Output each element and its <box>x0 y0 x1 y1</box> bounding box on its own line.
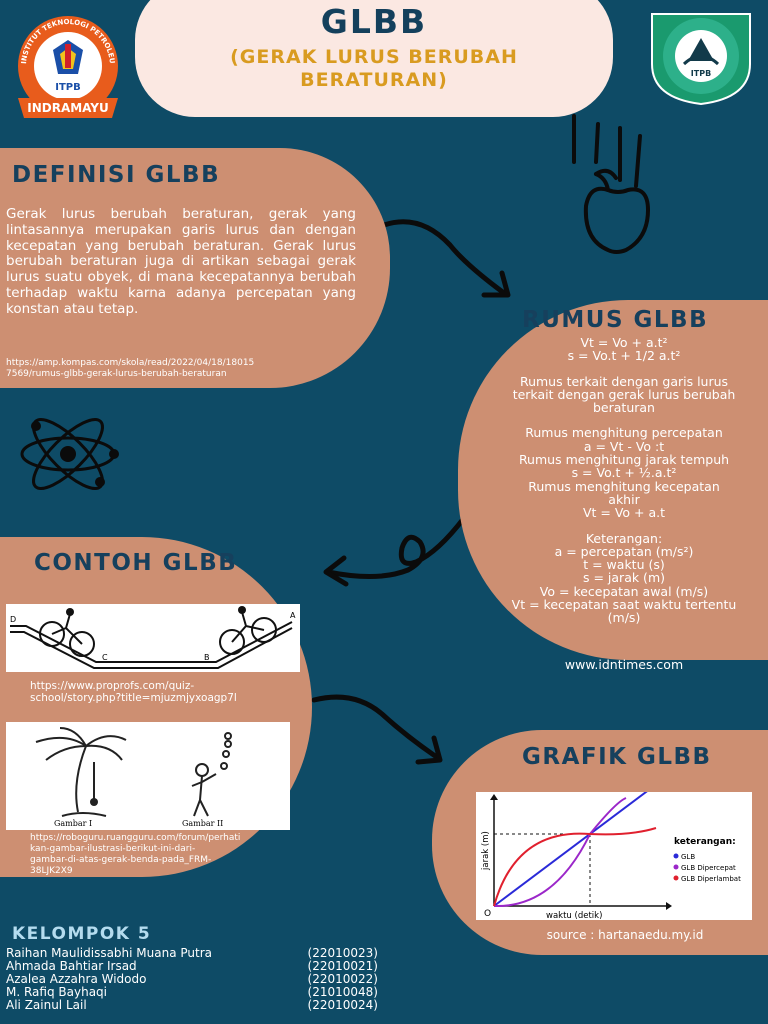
contoh-heading: CONTOH GLBB <box>34 550 238 576</box>
legend-marker <box>673 875 679 881</box>
track-label-c: C <box>102 653 108 662</box>
bicycle-track-image: D C B A <box>6 604 300 672</box>
definisi-text: Gerak lurus berubah beraturan, gerak yan… <box>6 206 356 317</box>
legend-marker <box>673 864 679 870</box>
grafik-source[interactable]: source : hartanaedu.my.id <box>546 928 704 942</box>
arrow-to-rumus-icon <box>380 215 520 309</box>
petroleum-engineering-logo: ITPB <box>644 6 758 106</box>
atom-icon <box>16 414 120 498</box>
member-nim: (22010023) <box>307 946 378 960</box>
contoh-source-1-line-1: https://www.proprofs.com/quiz- <box>30 680 195 692</box>
series-line-glb <box>493 783 657 907</box>
grafik-heading: GRAFIK GLBB <box>522 744 712 770</box>
member-nim: (22010021) <box>307 959 378 973</box>
track-label-b: B <box>204 653 210 662</box>
page-subtitle: (GERAK LURUS BERUBAH BERATURAN) <box>160 46 588 92</box>
member-row: Ali Zainul Lail (22010024) <box>6 999 378 1012</box>
y-axis-label: jarak (m) <box>481 831 491 871</box>
gambar-1-label: Gambar I <box>54 819 92 828</box>
rumus-spacer <box>476 520 768 532</box>
logo-left-banner: INDRAMAYU <box>27 101 109 115</box>
arrow-to-grafik-icon <box>310 692 450 776</box>
rumus-line: Vt = Vo + a.t <box>582 505 666 521</box>
itpb-logo: INSTITUT TEKNOLOGI PETROLEUM BALONGAN IT… <box>5 8 128 124</box>
legend-label: GLB Diperlambat <box>681 875 741 883</box>
member-list: Raihan Maulidissabhi Muana Putra (2201002… <box>6 947 378 1012</box>
rumus-line: Keterangan: <box>585 530 663 546</box>
rumus-line: s = Vo.t + ½.a.t² <box>571 465 677 481</box>
rumus-line: a = percepatan (m/s²) <box>554 543 694 559</box>
legend-label: GLB <box>681 853 695 861</box>
legend-label: GLB Dipercepat <box>681 864 736 872</box>
rumus-line: Vt = kecepatan saat waktu tertentu <box>511 597 737 613</box>
rumus-source[interactable]: www.idntimes.com <box>564 657 684 672</box>
member-name: Ahmada Bahtiar Irsad <box>6 959 137 973</box>
member-nim: (22010022) <box>307 972 378 986</box>
contoh-source-1[interactable]: https://www.proprofs.com/quiz- school/st… <box>30 680 300 704</box>
loop-arrow-to-contoh-icon <box>318 512 468 596</box>
logo-left-abbr: ITPB <box>55 82 81 93</box>
member-nim: (22010024) <box>307 998 378 1012</box>
rumus-line: t = waktu (s) <box>583 557 665 573</box>
subtitle-line-1: (GERAK LURUS BERUBAH <box>230 46 518 68</box>
track-label-d: D <box>10 615 16 624</box>
x-axis-label: waktu (detik) <box>546 911 602 920</box>
member-name: M. Rafiq Bayhaqi <box>6 985 107 999</box>
contoh-source-2-line-2: kan-gambar-ilustrasi-berikut-ini-dari- <box>30 844 196 854</box>
gambar-2-label: Gambar II <box>182 819 223 828</box>
y-axis-arrow <box>490 794 498 800</box>
rumus-line: terkait dengan gerak lurus berubah <box>512 386 736 402</box>
member-nim: (21010048) <box>307 985 378 999</box>
rumus-line: akhir <box>608 491 640 507</box>
contoh-source-2[interactable]: https://roboguru.ruangguru.com/forum/per… <box>30 833 300 877</box>
rumus-line: Rumus menghitung kecepatan <box>528 478 720 494</box>
member-name: Azalea Azzahra Widodo <box>6 972 147 986</box>
contoh-source-2-line-4: 38LJK2X9 <box>30 866 73 876</box>
member-row: Raihan Maulidissabhi Muana Putra (2201002… <box>6 947 378 960</box>
definisi-source-line-2: 7569/rumus-glbb-gerak-lurus-berubah-bera… <box>6 369 227 379</box>
rumus-line: (m/s) <box>607 610 641 626</box>
logo-right-abbr: ITPB <box>691 69 711 78</box>
rumus-line: Rumus menghitung percepatan <box>525 425 723 441</box>
member-name: Ali Zainul Lail <box>6 998 87 1012</box>
member-row: M. Rafiq Bayhaqi (21010048) <box>6 986 378 999</box>
contoh-source-1-line-2: school/story.php?title=mjuzmjyxoagp7l <box>30 692 237 704</box>
falling-apple-icon <box>556 110 676 264</box>
glbb-chart-svg: O waktu (detik) jarak (m) keterangan: GL… <box>481 783 741 921</box>
definisi-source[interactable]: https://amp.kompas.com/skola/read/2022/0… <box>6 358 336 380</box>
glbb-graph: O waktu (detik) jarak (m) keterangan: GL… <box>476 783 752 921</box>
kelompok-heading: KELOMPOK 5 <box>12 924 152 944</box>
falling-objects-image: Gambar I Gambar II <box>6 722 290 830</box>
rumus-line: s = Vo.t + 1/2 a.t² <box>567 348 681 364</box>
page-title: GLBB <box>320 2 428 41</box>
member-name: Raihan Maulidissabhi Muana Putra <box>6 946 213 960</box>
rumus-line: a = Vt - Vo :t <box>583 438 665 454</box>
rumus-line: Vo = kecepatan awal (m/s) <box>539 583 709 599</box>
contoh-source-2-line-3: gambar-di-atas-gerak-benda-pada_FRM- <box>30 855 212 865</box>
member-row: Azalea Azzahra Widodo (22010022) <box>6 973 378 986</box>
track-label-a: A <box>290 611 296 620</box>
rumus-spacer <box>476 363 768 375</box>
legend-marker <box>673 853 679 859</box>
member-row: Ahmada Bahtiar Irsad (22010021) <box>6 960 378 973</box>
rumus-line: beraturan <box>593 400 655 416</box>
subtitle-line-2: BERATURAN) <box>300 69 448 91</box>
x-axis-arrow <box>666 902 672 910</box>
contoh-source-2-line-1: https://roboguru.ruangguru.com/forum/per… <box>30 833 241 843</box>
rumus-line: Rumus terkait dengan garis lurus <box>519 373 729 389</box>
rumus-panel <box>458 300 768 660</box>
rumus-line: Vt = Vo + a.t² <box>580 335 668 350</box>
origin-label: O <box>484 909 491 919</box>
definisi-heading: DEFINISI GLBB <box>12 162 221 188</box>
rumus-line: s = jarak (m) <box>582 570 665 586</box>
legend-title: keterangan: <box>674 837 736 847</box>
series-line-glb-dipercepat <box>493 797 627 908</box>
series-line-glb-diperlambat <box>493 827 657 907</box>
title-banner <box>135 0 613 117</box>
rumus-line: Rumus menghitung jarak tempuh <box>518 452 730 468</box>
rumus-heading: RUMUS GLBB <box>522 307 709 333</box>
definisi-panel <box>0 148 390 388</box>
definisi-source-line-1: https://amp.kompas.com/skola/read/2022/0… <box>6 358 255 368</box>
